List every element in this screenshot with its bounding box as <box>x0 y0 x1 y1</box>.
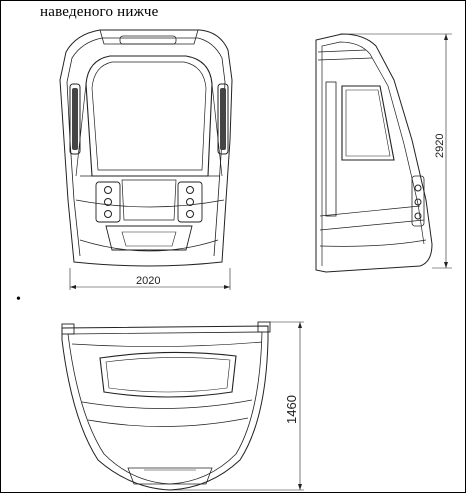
top-depth-label: 1460 <box>284 395 299 424</box>
top-view <box>61 321 304 491</box>
table-border-top <box>0 0 466 1</box>
list-bullet: • <box>16 292 21 307</box>
caption-text: наведеного нижче <box>40 4 159 20</box>
front-width-label: 2020 <box>136 275 160 287</box>
side-height-label: 2920 <box>434 134 446 158</box>
side-view <box>315 33 452 273</box>
front-view <box>59 29 233 290</box>
table-border-left <box>0 0 1 493</box>
